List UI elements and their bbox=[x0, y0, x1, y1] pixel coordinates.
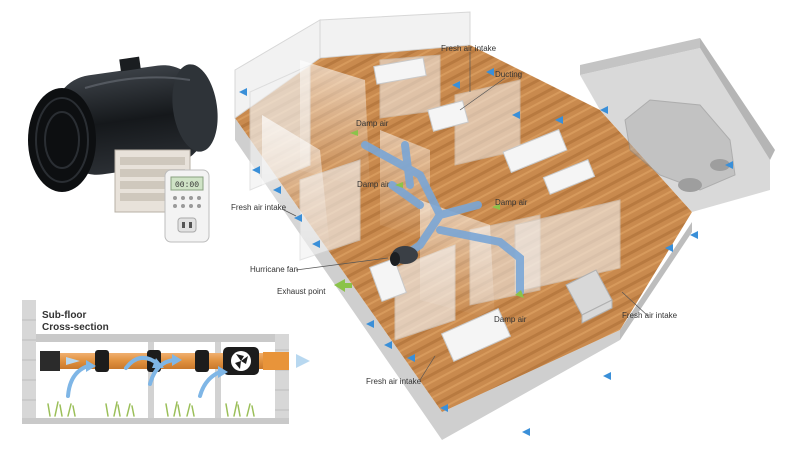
fan-inlet bbox=[28, 88, 96, 192]
controller-display: 00:00 bbox=[175, 181, 199, 190]
label-fresh-air-intake-right: Fresh air intake bbox=[622, 311, 678, 320]
exhaust-arrow-icon bbox=[296, 354, 310, 368]
house-slab-side-right bbox=[620, 222, 692, 340]
cross-section-title-1: Sub-floor bbox=[42, 310, 87, 321]
label-fresh-air-intake-top: Fresh air intake bbox=[441, 44, 497, 53]
label-fresh-air-intake-bottom: Fresh air intake bbox=[366, 377, 422, 386]
car-icon bbox=[624, 99, 736, 192]
cross-section-title-2: Cross-section bbox=[42, 322, 109, 333]
label-hurricane-fan: Hurricane fan bbox=[250, 265, 298, 274]
furniture bbox=[368, 57, 596, 362]
leader-lines bbox=[281, 52, 649, 381]
ground-line bbox=[22, 418, 289, 424]
duct-inlet-cap bbox=[40, 351, 60, 371]
garage-wall bbox=[580, 38, 700, 75]
garage-wall-right bbox=[700, 38, 775, 160]
damp-air-arrows bbox=[350, 130, 524, 298]
fan-rear-cap bbox=[172, 64, 218, 152]
fan-product-photo: 00:00 bbox=[28, 56, 218, 243]
label-damp-air-2: Damp air bbox=[357, 180, 390, 189]
ground-plants bbox=[47, 401, 255, 417]
subfloor-cross-section: Sub-floor Cross-section bbox=[22, 300, 310, 424]
callout-labels: Fresh air intake Ducting Damp air Damp a… bbox=[231, 44, 678, 386]
hurricane-fan-unit bbox=[390, 246, 418, 266]
house-floor-plan bbox=[234, 11, 775, 440]
label-exhaust-point: Exhaust point bbox=[277, 287, 326, 296]
timer-controller: 00:00 bbox=[164, 169, 210, 243]
fan-bracket bbox=[119, 56, 141, 72]
floor-slab bbox=[36, 334, 275, 342]
exhaust-arrow bbox=[334, 279, 352, 292]
left-wall bbox=[22, 300, 36, 424]
stairs bbox=[565, 269, 613, 324]
fresh-air-arrows bbox=[239, 68, 733, 436]
label-damp-air-3: Damp air bbox=[495, 198, 528, 207]
label-ducting: Ducting bbox=[495, 70, 522, 79]
duct-connector-3 bbox=[195, 350, 209, 372]
label-fresh-air-intake-left: Fresh air intake bbox=[231, 203, 287, 212]
duct-connector-1 bbox=[95, 350, 109, 372]
label-damp-air-1: Damp air bbox=[356, 119, 389, 128]
intake-arrow-icon bbox=[66, 357, 80, 365]
duct-outlet bbox=[263, 352, 289, 370]
label-damp-air-4: Damp air bbox=[494, 315, 527, 324]
